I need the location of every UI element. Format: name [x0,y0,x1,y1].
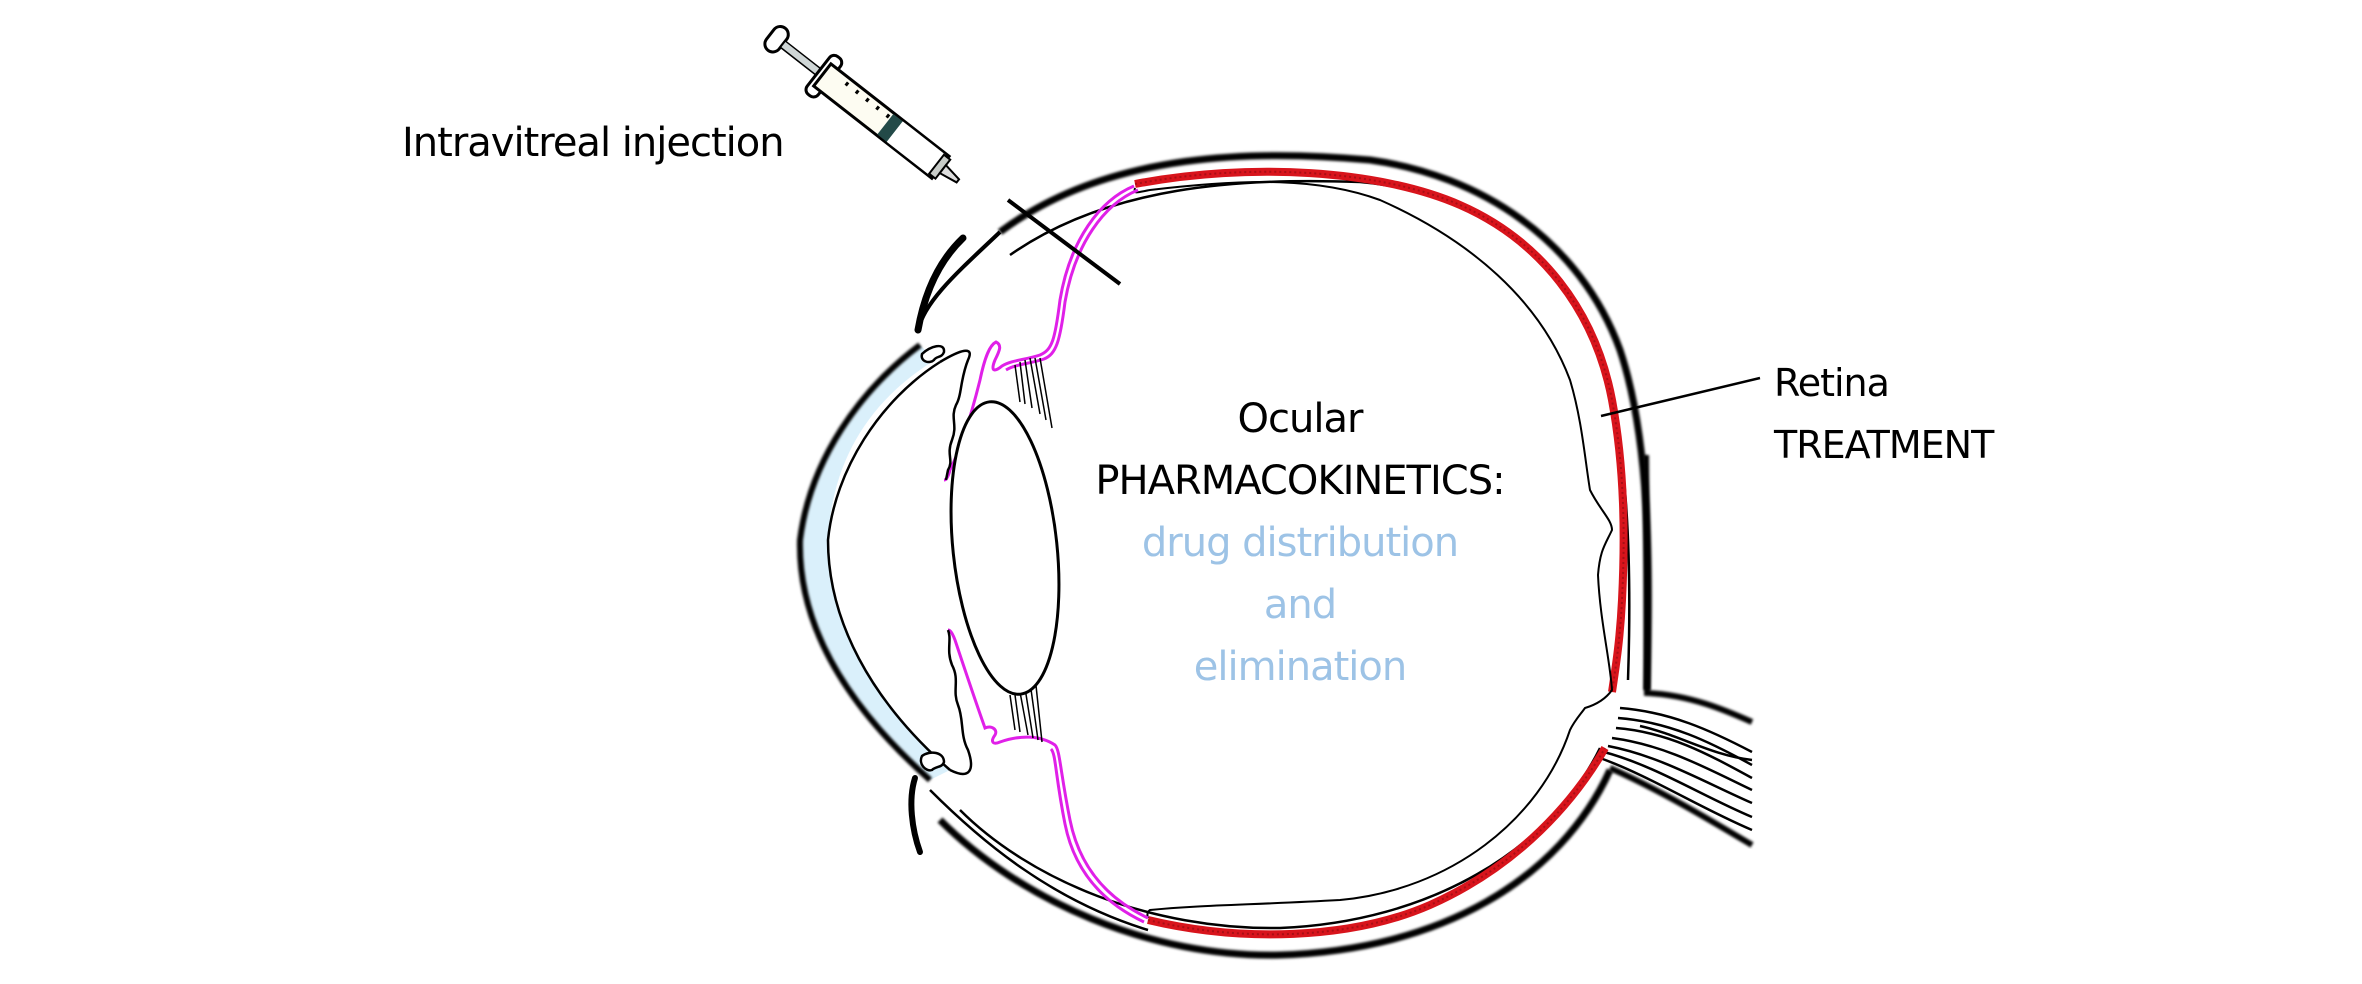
title-line-pharmacokinetics: PHARMACOKINETICS: [1095,458,1505,504]
iris [939,349,973,776]
schlemm-canal-top [920,344,946,364]
lens [949,400,1061,696]
subtitle-line-drug-distribution: drug distribution [1141,520,1459,566]
title-line-ocular: Ocular [1237,396,1364,442]
treatment-label: TREATMENT [1774,423,1994,467]
needle-line [1006,198,1122,286]
eyelid-lower [908,775,923,855]
zonules [1009,357,1053,743]
subtitle-line-elimination: elimination [1193,644,1407,690]
intravitreal-injection-label: Intravitreal injection [402,120,785,166]
center-title-block: Ocular PHARMACOKINETICS: drug distributi… [1060,388,1540,698]
cornea [799,345,950,780]
cornea-outer [796,342,932,783]
retina-inner-line [1133,180,1614,919]
retina-treatment-label: Retina TREATMENT [1774,352,1994,476]
retina-label: Retina [1774,361,1890,405]
subtitle-line-and: and [1263,582,1337,628]
schlemm-canal-bottom [919,751,946,772]
retina-leader-line [1600,376,1761,418]
syringe-icon [763,25,961,184]
optic-nerve [1599,454,1754,848]
cornea-inner [826,360,951,771]
sclera-outer [937,152,1652,959]
